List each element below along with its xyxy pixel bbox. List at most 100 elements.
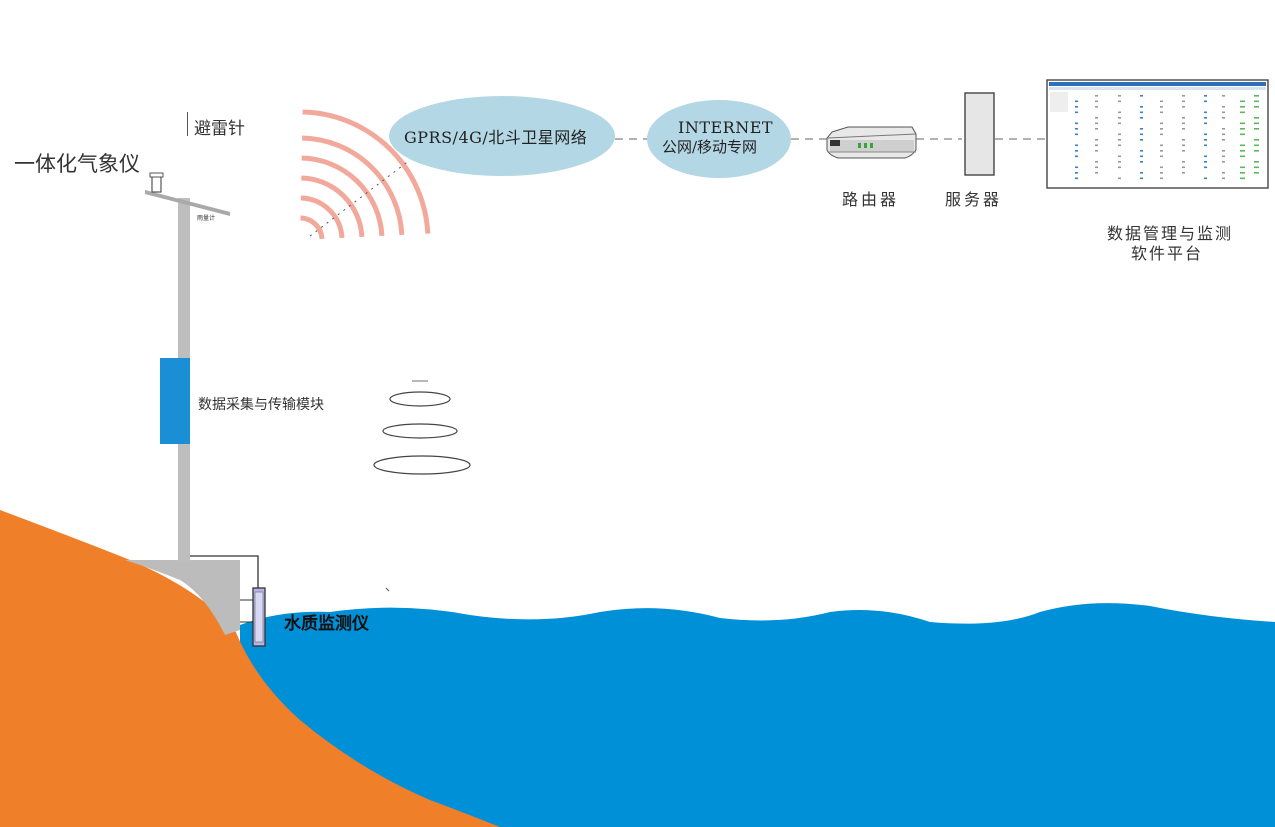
- screen-cell: [1160, 144, 1163, 147]
- screen-cell: [1140, 139, 1143, 141]
- screen-cell: [1160, 100, 1163, 103]
- screen-cell: [1095, 150, 1098, 152]
- screen-cell: [1095, 100, 1098, 103]
- screen-cell: [1240, 177, 1245, 180]
- screen-cell: [1240, 144, 1245, 147]
- screen-cell: [1182, 117, 1185, 119]
- screen-cell: [1075, 166, 1078, 169]
- screen-cell: [1160, 166, 1163, 169]
- screen-cell: [1118, 133, 1121, 136]
- screen-cell: [1240, 133, 1245, 136]
- screen-cell: [1254, 128, 1259, 130]
- screen-cell: [1140, 106, 1143, 108]
- screen-cell: [1160, 122, 1163, 125]
- screen-cell: [1222, 111, 1225, 114]
- monitor-cable: [190, 555, 259, 590]
- screen-cell: [1254, 144, 1259, 147]
- internet-label-line2: 公网/移动专网: [662, 138, 758, 156]
- internet-cloud: [647, 100, 791, 178]
- screen-cell: [1222, 155, 1225, 158]
- screen-cell: [1182, 95, 1185, 97]
- screen-cell: [1075, 106, 1078, 108]
- screen-cell: [1075, 150, 1078, 152]
- screen-cell: [1160, 150, 1163, 152]
- weather-station-label: 一体化气象仪: [14, 152, 140, 176]
- screen-cell: [1140, 133, 1143, 136]
- screen-cell: [1118, 95, 1121, 97]
- screen-cell: [1204, 122, 1207, 125]
- screen-cell: [1182, 144, 1185, 147]
- concrete-base: [125, 560, 240, 635]
- screen-cell: [1204, 177, 1207, 180]
- screen-cell: [1118, 111, 1121, 114]
- screen-cell: [1118, 155, 1121, 158]
- screen-cell: [1204, 95, 1207, 97]
- screen-cell: [1254, 161, 1259, 163]
- screen-cell: [1095, 161, 1098, 163]
- screen-cell: [1204, 117, 1207, 119]
- screen-cell: [1140, 150, 1143, 152]
- screen-cell: [1240, 128, 1245, 130]
- screen-cell: [1240, 106, 1245, 108]
- screen-cell: [1118, 117, 1121, 119]
- water-body: [240, 603, 1275, 827]
- network-cloud: [389, 96, 615, 176]
- screen-cell: [1240, 100, 1245, 103]
- screen-cell: [1140, 177, 1143, 180]
- screen-cell: [1095, 166, 1098, 169]
- screen-cell: [1204, 111, 1207, 114]
- lightning-rod-line: [187, 112, 188, 136]
- screen-cell: [1182, 150, 1185, 152]
- server-label: 服务器: [945, 190, 1003, 209]
- screen-cell: [1075, 111, 1078, 114]
- screen-cell: [1075, 122, 1078, 125]
- screen-cell: [1222, 177, 1225, 180]
- screen-cell: [1075, 155, 1078, 158]
- screen-cell: [1182, 100, 1185, 103]
- screen-cell: [1118, 122, 1121, 125]
- screen-cell: [1140, 172, 1143, 174]
- data-module-label: 数据采集与传输模块: [198, 397, 324, 413]
- screen-cell: [1204, 133, 1207, 136]
- screen-cell: [1075, 172, 1078, 174]
- network-cloud-label: GPRS/4G/北斗卫星网络: [404, 128, 588, 147]
- screen-cell: [1182, 122, 1185, 125]
- screen-cell: [1118, 161, 1121, 163]
- screen-cell: [1118, 144, 1121, 147]
- screen-cell: [1182, 161, 1185, 163]
- screen-cell: [1204, 144, 1207, 147]
- screen-cell: [1075, 128, 1078, 130]
- screen-cell: [1182, 139, 1185, 141]
- screen-cell: [1254, 100, 1259, 103]
- screen-sidebar: [1050, 92, 1068, 112]
- wireless-ellipses-icon: [373, 380, 471, 475]
- rain-gauge-label: 雨量计: [197, 215, 216, 222]
- screen-cell: [1204, 100, 1207, 103]
- signal-arc: [300, 215, 325, 240]
- screen-cell: [1240, 172, 1245, 174]
- screen-cell: [1095, 106, 1098, 108]
- screen-cell: [1140, 161, 1143, 163]
- data-module-box: [160, 358, 190, 444]
- screen-cell: [1075, 177, 1078, 180]
- weather-station-icon: [151, 175, 162, 193]
- screen-cell: [1240, 150, 1245, 152]
- screen-cell: [1254, 106, 1259, 108]
- screen-cell: [1222, 95, 1225, 97]
- platform-label-line2: 软件平台: [1131, 244, 1204, 263]
- screen-cell: [1204, 139, 1207, 141]
- screen-cell: [1095, 172, 1098, 174]
- screen-cell: [1095, 139, 1098, 141]
- screen-cell: [1160, 111, 1163, 114]
- water-monitor-label: 水质监测仪: [284, 614, 369, 634]
- screen-cell: [1118, 139, 1121, 141]
- screen-cell: [1222, 139, 1225, 141]
- shore-land: [0, 510, 500, 827]
- screen-cell: [1160, 133, 1163, 136]
- signal-arc: [300, 195, 345, 239]
- screen-cell: [1204, 161, 1207, 163]
- screen-cell: [1160, 177, 1163, 180]
- screen-cell: [1140, 95, 1143, 97]
- screen-cell: [1075, 144, 1078, 147]
